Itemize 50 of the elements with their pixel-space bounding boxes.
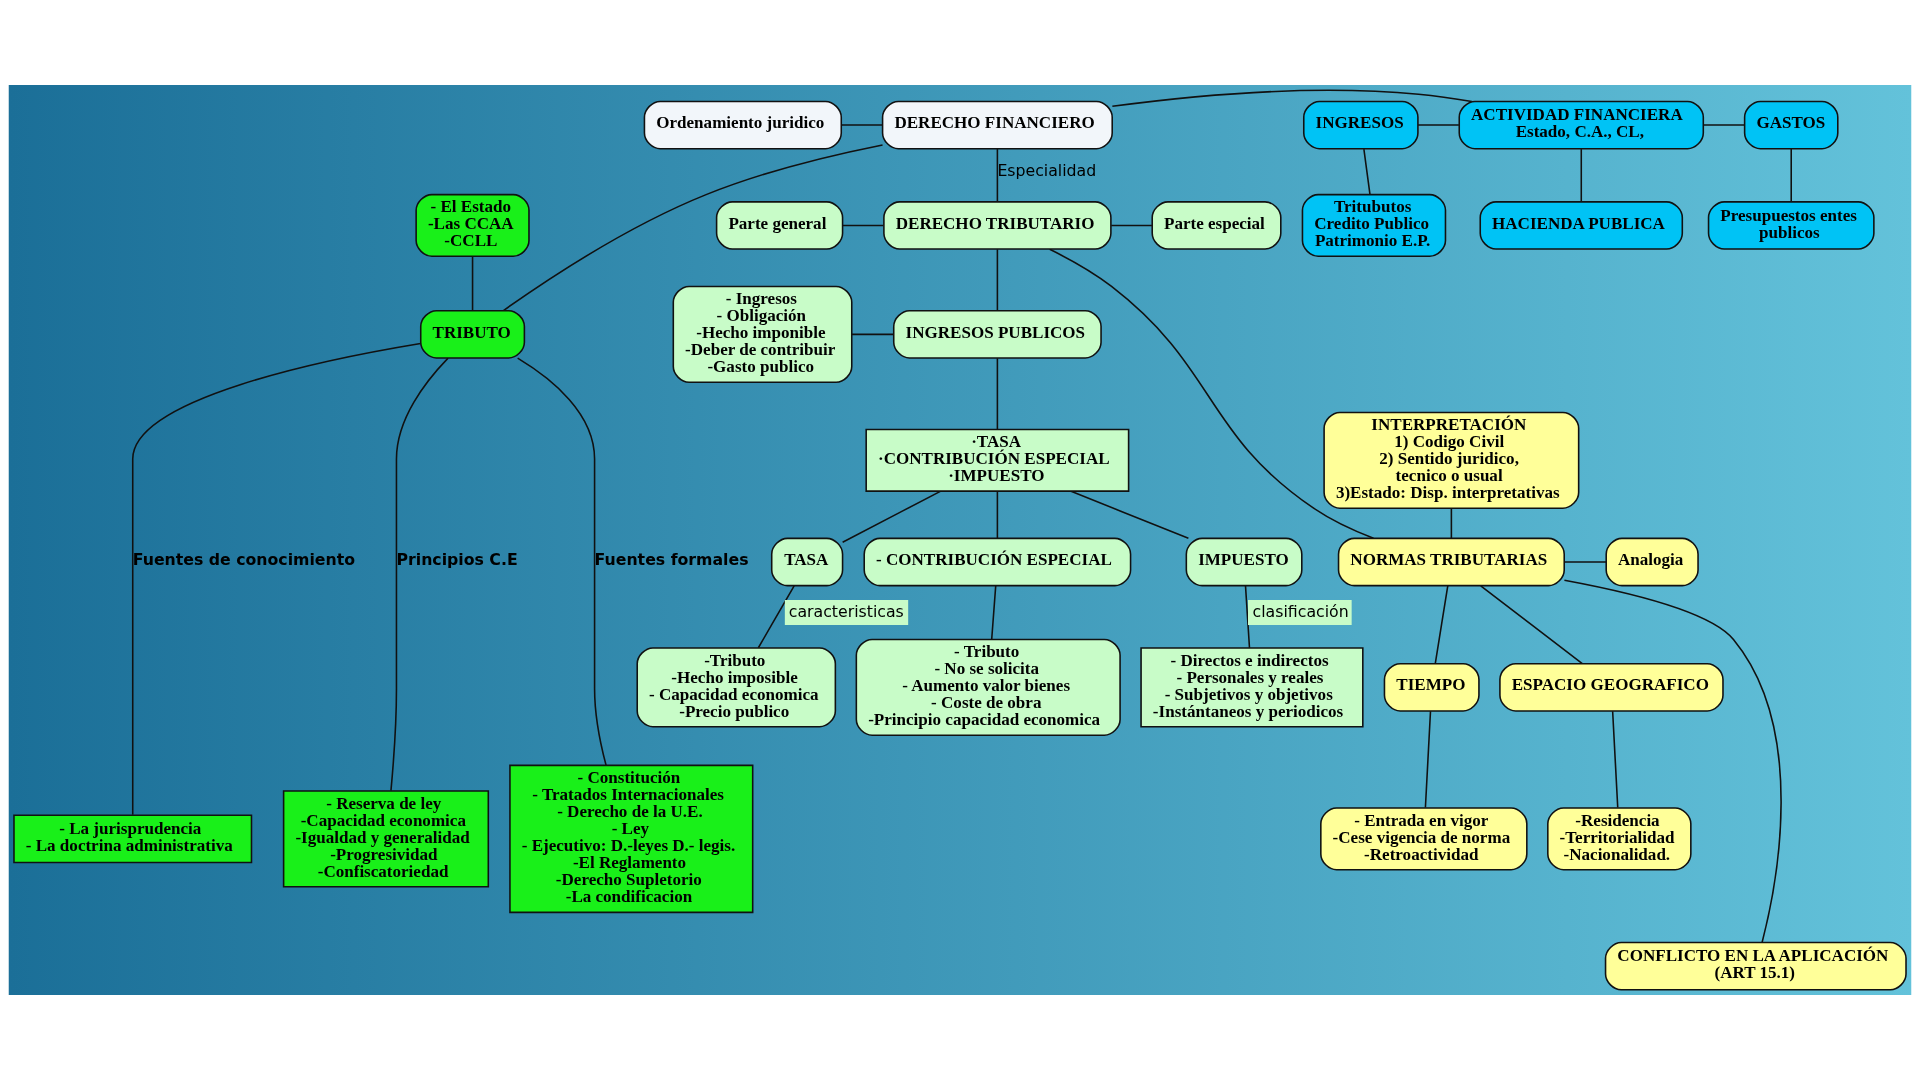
node-box: INTERPRETACIÓN 1) Codigo Civil 2) Sentido juridico, tecnico o usual 3)Estado: Disp. interpretativas (1323, 411, 1580, 509)
node-box: - Tributo - No se solicita - Aumento valor bienes - Coste de obra -Principio capacidad economica (855, 638, 1121, 736)
connector (131, 342, 422, 816)
node-box: DERECHO TRIBUTARIO (883, 201, 1112, 250)
node-box: - CONTRIBUCIÓN ESPECIAL (863, 537, 1132, 587)
connector (996, 357, 999, 430)
edge-label: clasificación (1252, 602, 1349, 622)
connector (840, 124, 883, 126)
node-box: - La jurisprudencia - La doctrina administrativa (13, 814, 253, 864)
node-box: ESPACIO GEOGRAFICO (1499, 662, 1724, 712)
edge-label: Fuentes formales (594, 549, 749, 569)
node-box: IMPUESTO (1185, 537, 1303, 587)
node-box: Analogia (1605, 537, 1699, 587)
node-box: - Ingresos - Obligación -Hecho imponible -Deber de contribuir -Gasto publico (672, 285, 853, 384)
node-box: - Directos e indirectos - Personales y reales - Subjetivos y objetivos -Instántaneos y periodicos (1140, 647, 1364, 728)
node-box: Presupuestos entes publicos (1707, 201, 1875, 250)
edge-label: Fuentes de conocimiento (132, 549, 356, 569)
node-box: -Residencia -Territorialidad -Nacionalidad. (1547, 807, 1692, 871)
node-box: -Tributo -Hecho imposible - Capacidad economica -Precio publico (636, 647, 837, 728)
connector (1702, 124, 1746, 126)
edge-label: Especialidad (997, 160, 1097, 180)
node-box: HACIENDA PUBLICA (1479, 201, 1684, 250)
edge-label: Principios C.E (396, 549, 518, 569)
node-box: Tritubutos Credito Publico Patrimonio E.P. (1301, 193, 1447, 258)
node-box: CONFLICTO EN LA APLICACIÓN (ART 15.1) (1604, 941, 1907, 991)
node-box: DERECHO FINANCIERO (881, 100, 1113, 150)
connector (851, 333, 895, 336)
node-box: INGRESOS PUBLICOS (892, 309, 1102, 359)
node-box: TIEMPO (1383, 662, 1480, 712)
node-box: - Entrada en vigor -Cese vigencia de norma -Retroactividad (1320, 807, 1528, 871)
node-box: NORMAS TRIBUTARIAS (1337, 537, 1565, 587)
node-box: - El Estado -Las CCAA -CCLL (415, 193, 530, 258)
node-box: ·TASA ·CONTRIBUCIÓN ESPECIAL ·IMPUESTO (865, 428, 1130, 492)
connector (1563, 561, 1607, 563)
connector (842, 224, 885, 227)
node-box: ACTIVIDAD FINANCIERA Estado, C.A., CL, (1458, 100, 1705, 150)
node-box: Parte especial (1151, 201, 1282, 250)
node-box: Ordenamiento juridico (643, 100, 843, 150)
node-box: TRIBUTO (419, 309, 526, 359)
node-box: - Constitución - Tratados Internacionales - Derecho de la U.E. - Ley - Ejecutivo: D.-leyes D.- legis. -El Reglamento -Derecho Supletorio -La condificacion (509, 764, 754, 914)
node-box: Parte general (715, 201, 844, 250)
connector (1424, 710, 1432, 809)
connector (1611, 710, 1619, 809)
node-box: INGRESOS (1303, 100, 1419, 150)
node-box: - Reserva de ley -Capacidad economica -Igualdad y generalidad -Progresividad -Confiscatoriedad (282, 790, 490, 888)
connector (1110, 224, 1153, 227)
node-box: GASTOS (1743, 100, 1839, 150)
node-box: TASA (770, 537, 844, 587)
connector (1417, 124, 1460, 126)
edge-label: caracteristicas (788, 602, 904, 622)
